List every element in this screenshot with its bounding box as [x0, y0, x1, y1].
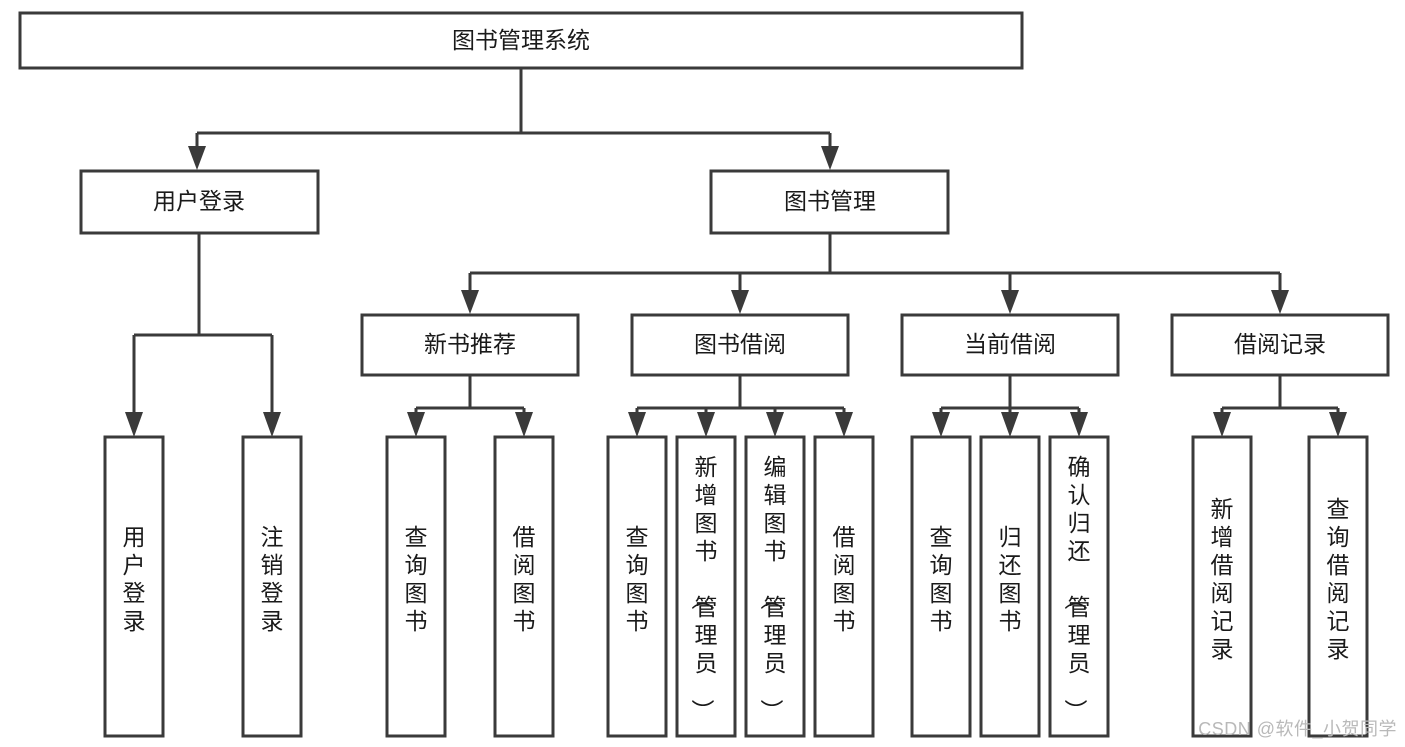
- node-borrow-record-label: 借阅记录: [1234, 331, 1326, 357]
- arrow-to-new-book-recommend: [461, 290, 479, 314]
- arrow-to-leaf-query-book-3: [932, 412, 950, 437]
- leaf-return-book-label: 归还图书: [999, 524, 1022, 634]
- arrow-to-leaf-query-record: [1329, 412, 1347, 437]
- leaf-edit-book-label: 编辑图书（管理员）: [759, 454, 787, 722]
- leaf-confirm-return[interactable]: 确认归还（管理员）: [1048, 435, 1110, 738]
- leaf-borrow-book-1-label: 借阅图书: [513, 524, 536, 634]
- node-book-management-label: 图书管理: [784, 188, 876, 214]
- arrow-to-leaf-edit-book: [766, 412, 784, 437]
- leaf-query-record-label: 查询借阅记录: [1327, 496, 1350, 662]
- leaf-add-record[interactable]: 新增借阅记录: [1191, 435, 1253, 738]
- leaf-query-record-box[interactable]: [1307, 435, 1369, 738]
- arrow-to-user-login: [188, 146, 206, 170]
- arrow-to-book-borrow: [731, 290, 749, 314]
- arrow-to-leaf-borrow-book-2: [835, 412, 853, 437]
- leaf-query-book-3-label: 查询图书: [930, 524, 953, 634]
- node-new-book-recommend-label: 新书推荐: [424, 331, 516, 357]
- connector-layer: [125, 68, 1347, 437]
- leaf-borrow-book-2[interactable]: 借阅图书: [813, 435, 875, 738]
- leaf-add-record-label: 新增借阅记录: [1211, 496, 1234, 662]
- node-user-login-box[interactable]: [79, 169, 320, 235]
- node-book-borrow[interactable]: 图书借阅: [630, 313, 850, 377]
- arrow-to-leaf-add-record: [1213, 412, 1231, 437]
- arrow-to-leaf-borrow-book-1: [515, 412, 533, 437]
- arrow-to-leaf-add-book: [697, 412, 715, 437]
- leaf-query-book-1[interactable]: 查询图书: [385, 435, 447, 738]
- node-user-login[interactable]: 用户登录: [79, 169, 320, 235]
- leaf-user-login-label: 用户登录: [123, 524, 146, 634]
- arrow-to-leaf-user-login: [125, 412, 143, 437]
- arrow-to-book-management: [821, 146, 839, 170]
- node-new-book-recommend[interactable]: 新书推荐: [360, 313, 580, 377]
- leaf-query-record[interactable]: 查询借阅记录: [1307, 435, 1369, 738]
- leaf-borrow-book-1-box[interactable]: [493, 435, 555, 738]
- leaf-add-book-label: 新增图书（管理员）: [690, 454, 718, 722]
- node-root-label: 图书管理系统: [452, 27, 590, 53]
- node-root-box[interactable]: [18, 11, 1024, 70]
- leaf-query-book-3[interactable]: 查询图书: [910, 435, 972, 738]
- node-current-borrow-label: 当前借阅: [964, 331, 1056, 357]
- leaf-edit-book[interactable]: 编辑图书（管理员）: [744, 435, 806, 738]
- leaf-add-book-box[interactable]: [675, 435, 737, 738]
- leaf-query-book-1-label: 查询图书: [405, 524, 428, 634]
- node-book-management[interactable]: 图书管理: [709, 169, 950, 235]
- leaf-logout-login-box[interactable]: [241, 435, 303, 738]
- csdn-watermark: CSDN @软件_小贺同学: [1198, 719, 1397, 739]
- leaf-add-book[interactable]: 新增图书（管理员）: [675, 435, 737, 738]
- leaf-logout-login-label: 注销登录: [261, 524, 284, 634]
- leaf-return-book[interactable]: 归还图书: [979, 435, 1041, 738]
- node-user-login-label: 用户登录: [153, 188, 245, 214]
- leaf-query-book-2-box[interactable]: [606, 435, 668, 738]
- node-borrow-record-box[interactable]: [1170, 313, 1390, 377]
- leaf-borrow-book-1[interactable]: 借阅图书: [493, 435, 555, 738]
- leaf-borrow-book-2-label: 借阅图书: [833, 524, 856, 634]
- leaf-user-login-box[interactable]: [103, 435, 165, 738]
- leaf-query-book-2-label: 查询图书: [626, 524, 649, 634]
- leaf-query-book-2[interactable]: 查询图书: [606, 435, 668, 738]
- node-borrow-record[interactable]: 借阅记录: [1170, 313, 1390, 377]
- node-current-borrow-box[interactable]: [900, 313, 1120, 377]
- node-root-system[interactable]: 图书管理系统: [18, 11, 1024, 70]
- leaf-return-book-box[interactable]: [979, 435, 1041, 738]
- leaf-logout-login[interactable]: 注销登录: [241, 435, 303, 738]
- leaf-confirm-return-label: 确认归还（管理员）: [1063, 454, 1091, 722]
- leaf-edit-book-box[interactable]: [744, 435, 806, 738]
- node-new-book-recommend-box[interactable]: [360, 313, 580, 377]
- leaf-user-login[interactable]: 用户登录: [103, 435, 165, 738]
- leaf-borrow-book-2-box[interactable]: [813, 435, 875, 738]
- arrow-to-leaf-query-book-2: [628, 412, 646, 437]
- leaf-query-book-3-box[interactable]: [910, 435, 972, 738]
- arrow-to-current-borrow: [1001, 290, 1019, 314]
- arrow-to-leaf-return-book: [1001, 412, 1019, 437]
- arrow-to-leaf-confirm-return: [1070, 412, 1088, 437]
- leaf-query-book-1-box[interactable]: [385, 435, 447, 738]
- node-book-management-box[interactable]: [709, 169, 950, 235]
- arrow-to-borrow-record: [1271, 290, 1289, 314]
- leaf-add-record-box[interactable]: [1191, 435, 1253, 738]
- node-current-borrow[interactable]: 当前借阅: [900, 313, 1120, 377]
- arrow-to-leaf-query-book-1: [407, 412, 425, 437]
- node-book-borrow-label: 图书借阅: [694, 331, 786, 357]
- node-book-borrow-box[interactable]: [630, 313, 850, 377]
- leaf-confirm-return-box[interactable]: [1048, 435, 1110, 738]
- arrow-to-leaf-logout-login: [263, 412, 281, 437]
